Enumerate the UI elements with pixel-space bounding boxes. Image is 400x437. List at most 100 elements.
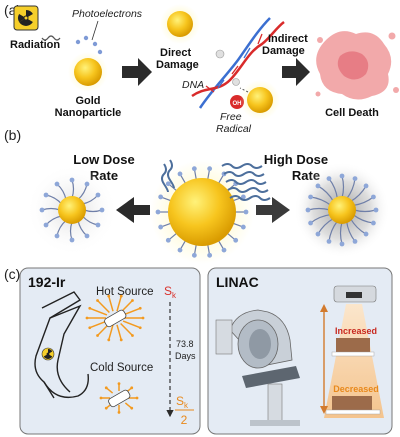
hot-ray-tip	[120, 338, 123, 341]
cold-ray-tip	[105, 386, 108, 389]
left-ligand-tip	[70, 238, 75, 243]
dying-cell-icon	[316, 31, 400, 99]
right-ligand-tip	[308, 195, 313, 200]
gold-label-line1: Gold	[75, 95, 100, 107]
indirect-label-line1: Indirect	[268, 33, 308, 45]
right-nanoparticle	[294, 162, 390, 258]
left-ligand-tip	[70, 178, 75, 183]
cold-source	[100, 382, 139, 414]
right-ligand-tip	[353, 239, 358, 244]
central-ligand-tip	[207, 253, 212, 258]
right-ligand-tip	[374, 208, 379, 213]
denominator-label: 2	[181, 413, 188, 427]
radiation-label: Radiation	[10, 39, 60, 51]
central-ligand-tip	[166, 238, 171, 243]
left-ligand-tip	[44, 223, 49, 228]
panel-c: (c) 192-Ir Hot Source Cold Source Sk	[4, 266, 392, 434]
left-ligand-tip	[44, 193, 49, 198]
central-ligand-tip	[156, 210, 161, 215]
hot-ray-tip	[88, 307, 91, 310]
central-ligand-tip	[207, 166, 212, 171]
right-ligand-tip	[316, 232, 321, 237]
right-ligand-tip	[364, 232, 369, 237]
central-ligand-tip	[233, 238, 238, 243]
hot-ray-tip	[131, 299, 134, 302]
arrow-right-2	[282, 58, 310, 86]
cold-ray-tip	[136, 397, 139, 400]
direct-label-line2: Damage	[156, 59, 199, 71]
right-ligand-tip	[371, 221, 376, 226]
cold-ray-tip	[130, 386, 133, 389]
right-ligand-tip	[327, 176, 332, 181]
right-ligand-tip	[364, 184, 369, 189]
panel-c-label: (c)	[4, 266, 20, 282]
increased-label: Increased	[335, 326, 377, 336]
hot-ray-tip	[107, 295, 110, 298]
right-ligand-tip	[308, 221, 313, 226]
central-ligand-tip	[241, 225, 246, 230]
cold-ray-tip	[100, 397, 103, 400]
hot-ray-tip	[88, 326, 91, 329]
dna-label: DNA	[182, 79, 204, 91]
right-ligand-tip	[353, 176, 358, 181]
central-ligand-tip	[178, 171, 183, 176]
left-ligand-tip	[55, 234, 60, 239]
left-ligand-tip	[85, 182, 90, 187]
right-ligand-tip	[340, 242, 345, 247]
hot-ray-tip	[139, 307, 142, 310]
iridium-title: 192-Ir	[28, 274, 66, 290]
central-ligand-tip	[166, 181, 171, 186]
cold-ray-tip	[118, 382, 121, 385]
cold-source-label: Cold Source	[90, 362, 153, 374]
central-ligand-tip	[222, 248, 227, 253]
central-ligand-tip	[244, 210, 249, 215]
days-line1: 73.8	[176, 339, 194, 349]
high-dose-label-line1: High Dose	[264, 152, 328, 167]
arrow-right-high	[256, 197, 290, 223]
cold-ray-tip	[118, 411, 121, 414]
arrow-left-low	[116, 197, 150, 223]
low-dose-label-line1: Low Dose	[73, 152, 134, 167]
left-ligand-tip	[96, 193, 101, 198]
free-radical-line2: Radical	[216, 123, 252, 135]
central-ligand-tip	[192, 166, 197, 171]
hot-ray-tip	[120, 295, 123, 298]
hot-ray-tip	[107, 338, 110, 341]
arrow-right-1	[122, 58, 152, 86]
hot-ray-tip	[96, 334, 99, 337]
direct-label-line1: Direct	[160, 47, 192, 59]
photoelectron-pointer	[92, 21, 98, 40]
cell-death-label: Cell Death	[325, 107, 379, 119]
cold-ray-tip	[130, 407, 133, 410]
gold-label-line2: Nanoparticle	[55, 107, 122, 119]
hot-ray-tip	[96, 299, 99, 302]
radiation-icon	[14, 6, 38, 30]
days-line2: Days	[175, 351, 196, 361]
right-ligand-tip	[371, 195, 376, 200]
panel-a: (a) Radiation Photoelectrons Gold	[4, 2, 399, 135]
left-ligand-tip	[40, 208, 45, 213]
right-ligand-tip	[316, 184, 321, 189]
gold-nanoparticle-a	[68, 52, 108, 92]
hot-ray-tip	[142, 317, 145, 320]
central-ligand-tip	[178, 248, 183, 253]
right-ligand-tip	[340, 174, 345, 179]
left-ligand-tip	[100, 208, 105, 213]
cold-ray-tip	[105, 407, 108, 410]
left-ligand-tip	[85, 234, 90, 239]
gold-nanoparticle-indirect	[240, 80, 280, 120]
left-nanoparticle	[26, 164, 118, 256]
hot-ray-tip	[139, 326, 142, 329]
right-ligand-tip	[327, 239, 332, 244]
photoelectron-dots	[76, 36, 102, 54]
panel-b: (b) Low Dose Rate High Dose Rate	[4, 127, 390, 264]
left-ligand-tip	[55, 182, 60, 187]
central-ligand-tip	[158, 225, 163, 230]
hot-ray-tip	[86, 317, 89, 320]
hot-source-label: Hot Source	[96, 286, 154, 298]
right-ligand-tip	[306, 208, 311, 213]
free-radical-line1: Free	[220, 111, 242, 123]
decreased-label: Decreased	[333, 384, 379, 394]
central-ligand-tip	[158, 195, 163, 200]
